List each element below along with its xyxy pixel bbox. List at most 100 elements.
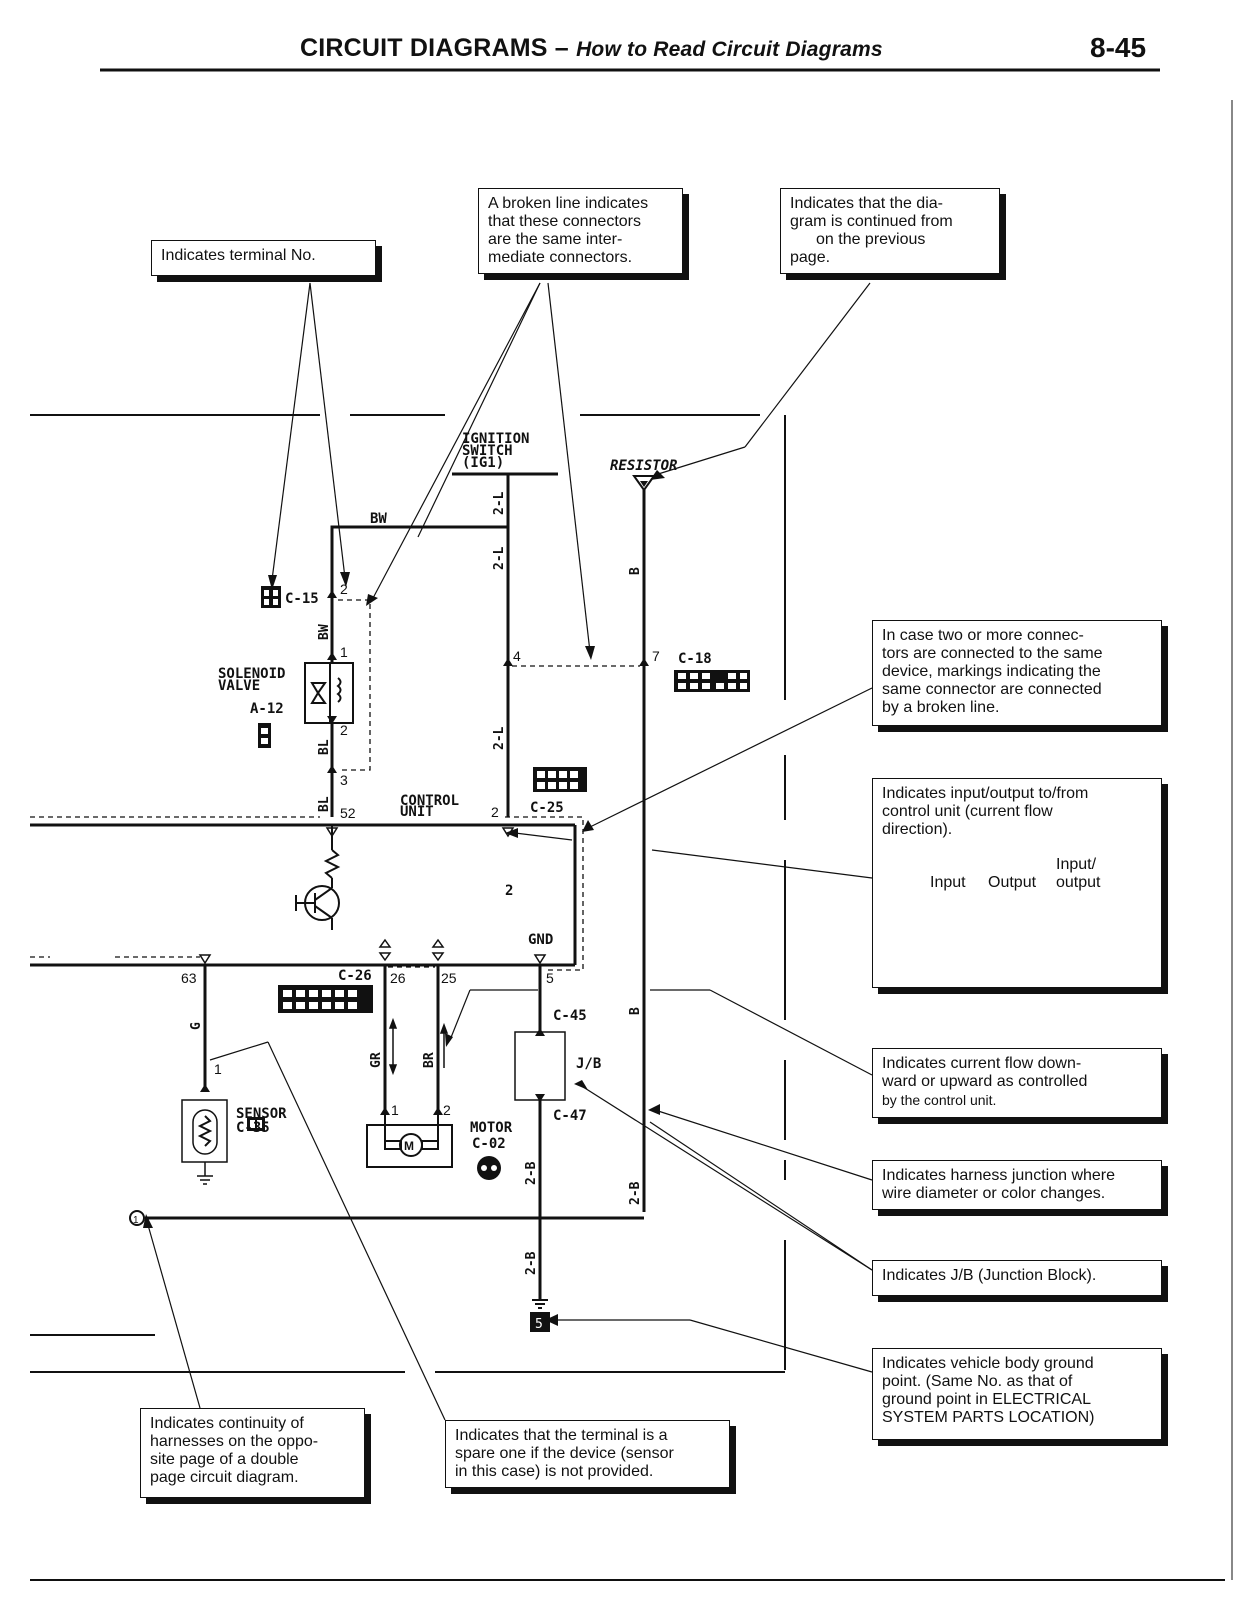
callout-continuity: Indicates continuity of harnesses on the… bbox=[140, 1408, 365, 1498]
terminal-2b: 2 bbox=[340, 722, 348, 738]
io-input-label: Input bbox=[930, 874, 966, 891]
callout-line: same connector are connected bbox=[882, 681, 1102, 698]
current-flow-arrows bbox=[388, 1017, 449, 1076]
io-inout-label-1: Input/ bbox=[1056, 856, 1097, 873]
sensor-body bbox=[181, 1099, 228, 1185]
io-inout-label-2: output bbox=[1056, 874, 1101, 891]
connector-c25-label: C-25 bbox=[530, 800, 564, 816]
callout-line: SYSTEM PARTS LOCATION) bbox=[882, 1409, 1095, 1426]
leader-lines bbox=[147, 282, 873, 1421]
wire-2b-2-label: 2-B bbox=[628, 1181, 643, 1205]
callout-line: point. (Same No. as that of bbox=[882, 1373, 1073, 1390]
connector-c26-label: C-26 bbox=[338, 968, 372, 984]
terminal-2c-label: 2 bbox=[505, 883, 513, 899]
terminal-63: 63 bbox=[181, 970, 197, 986]
connector-c47-label: C-47 bbox=[553, 1108, 587, 1124]
wire-2b-1-label: 2-B bbox=[524, 1161, 539, 1185]
wires bbox=[30, 472, 646, 1300]
callout-line: that these connectors bbox=[488, 213, 641, 230]
callout-line: A broken line indicates bbox=[488, 195, 649, 212]
callout-line: ward or upward as controlled bbox=[882, 1073, 1088, 1090]
terminal-2a: 2 bbox=[340, 581, 348, 597]
sensor-label: SENSOR bbox=[236, 1106, 287, 1122]
solenoid-label-2: VALVE bbox=[218, 678, 260, 694]
gnd-label: GND bbox=[528, 932, 553, 948]
wire-g-label: G bbox=[189, 1022, 204, 1030]
callout-line: Indicates input/output to/from bbox=[882, 785, 1089, 802]
callout-line: Indicates J/B (Junction Block). bbox=[882, 1267, 1097, 1284]
solenoid-valve-body bbox=[304, 662, 354, 724]
ground-symbol bbox=[532, 1299, 548, 1309]
wire-ign-1-label: 2-L bbox=[492, 491, 507, 515]
callout-continued: Indicates that the dia- gram is continue… bbox=[780, 188, 1000, 274]
terminal-4: 4 bbox=[513, 648, 521, 664]
callout-line: in this case) is not provided. bbox=[455, 1463, 654, 1480]
ignition-label-3: (IG1) bbox=[462, 455, 504, 471]
connector-c18-label: C-18 bbox=[678, 651, 712, 667]
connector-c15-label: C-15 bbox=[285, 591, 319, 607]
intermediate-connector-dashes bbox=[30, 599, 640, 971]
callout-line: Indicates current flow down- bbox=[882, 1055, 1082, 1072]
title-subtitle: How to Read Circuit Diagrams bbox=[576, 38, 883, 61]
motor-terminal-1: 1 bbox=[391, 1102, 399, 1118]
wire-gr-label: GR bbox=[369, 1052, 384, 1068]
callout-junction: Indicates harness junction where wire di… bbox=[872, 1160, 1162, 1210]
callout-same-device: In case two or more connec- tors are con… bbox=[872, 620, 1162, 726]
motor-m-icon: M bbox=[404, 1139, 414, 1153]
connector-c02-icon bbox=[477, 1156, 501, 1180]
motor-terminal-2: 2 bbox=[443, 1102, 451, 1118]
motor-label: MOTOR bbox=[470, 1120, 513, 1136]
callout-line: tors are connected to the same bbox=[882, 645, 1103, 662]
continuity-marker-icon bbox=[129, 1210, 145, 1226]
wire-b-1-label: B bbox=[628, 567, 643, 575]
terminal-52: 52 bbox=[340, 805, 356, 821]
callout-line: spare one if the device (sensor bbox=[455, 1445, 674, 1462]
terminal-2-control: 2 bbox=[491, 804, 499, 820]
callout-spare: Indicates that the terminal is a spare o… bbox=[445, 1420, 730, 1488]
wire-b-2-label: B bbox=[628, 1007, 643, 1015]
leader-arrowheads bbox=[143, 470, 665, 1326]
callout-line: Indicates that the terminal is a bbox=[455, 1427, 668, 1444]
wire-br-label: BR bbox=[422, 1052, 437, 1068]
rotated-wire-labels: BW BL BL 2-L 2-L 2-L B B G GR BR 2-B 2-B… bbox=[189, 491, 643, 1275]
callout-line: site page of a double bbox=[150, 1451, 299, 1468]
callout-line: mediate connectors. bbox=[488, 249, 633, 266]
wire-bw-side-label: BW bbox=[317, 624, 332, 640]
callout-jb: Indicates J/B (Junction Block). bbox=[872, 1260, 1162, 1296]
connector-pin-details bbox=[250, 590, 747, 1171]
callout-line: Indicates vehicle body ground bbox=[882, 1355, 1094, 1372]
callout-line: harnesses on the oppo- bbox=[150, 1433, 319, 1450]
page-number: 8-45 bbox=[1090, 32, 1147, 63]
page-title: CIRCUIT DIAGRAMS – How to Read Circuit D… bbox=[300, 34, 883, 63]
callout-io: Indicates input/output to/from control u… bbox=[872, 778, 1162, 988]
transistor-symbol bbox=[295, 825, 341, 930]
connector-c02-label: C-02 bbox=[472, 1136, 506, 1152]
svg-text:5: 5 bbox=[535, 1317, 543, 1332]
solenoid-label-1: SOLENOID bbox=[218, 666, 285, 682]
diagram-labels: IGNITION SWITCH (IG1) RESISTOR SOLENOID … bbox=[218, 431, 712, 1152]
terminal-3: 3 bbox=[340, 772, 348, 788]
ignition-label-2: SWITCH bbox=[462, 443, 513, 459]
callout-line: Indicates that the dia- bbox=[790, 195, 943, 212]
callout-line: direction). bbox=[882, 821, 953, 838]
terminal-arrows bbox=[200, 590, 649, 1115]
connector-c45-label: C-45 bbox=[553, 1008, 587, 1024]
callout-line: are the same inter- bbox=[488, 231, 623, 248]
callout-line: wire diameter or color changes. bbox=[882, 1185, 1106, 1202]
jb-label: J/B bbox=[576, 1056, 601, 1072]
sensor-terminal-1: 1 bbox=[214, 1061, 222, 1077]
wire-bl-2-label: BL bbox=[317, 796, 332, 812]
callout-ground: Indicates vehicle body ground point. (Sa… bbox=[872, 1348, 1162, 1440]
wire-ign-2-label: 2-L bbox=[492, 546, 507, 570]
motor-body bbox=[366, 1115, 453, 1168]
callout-line: by the control unit. bbox=[882, 1092, 997, 1108]
ignition-label-1: IGNITION bbox=[462, 431, 529, 447]
terminal-1: 1 bbox=[340, 644, 348, 660]
terminal-numbers: 2 1 2 3 52 4 7 2 63 26 25 5 1 1 2 1 bbox=[133, 581, 660, 1226]
wire-2b-3-label: 2-B bbox=[524, 1251, 539, 1275]
terminal-26: 26 bbox=[390, 970, 406, 986]
callout-line: gram is continued from bbox=[790, 213, 953, 230]
callout-line: page. bbox=[790, 249, 831, 266]
callout-current-flow: Indicates current flow down- ward or upw… bbox=[872, 1048, 1162, 1118]
